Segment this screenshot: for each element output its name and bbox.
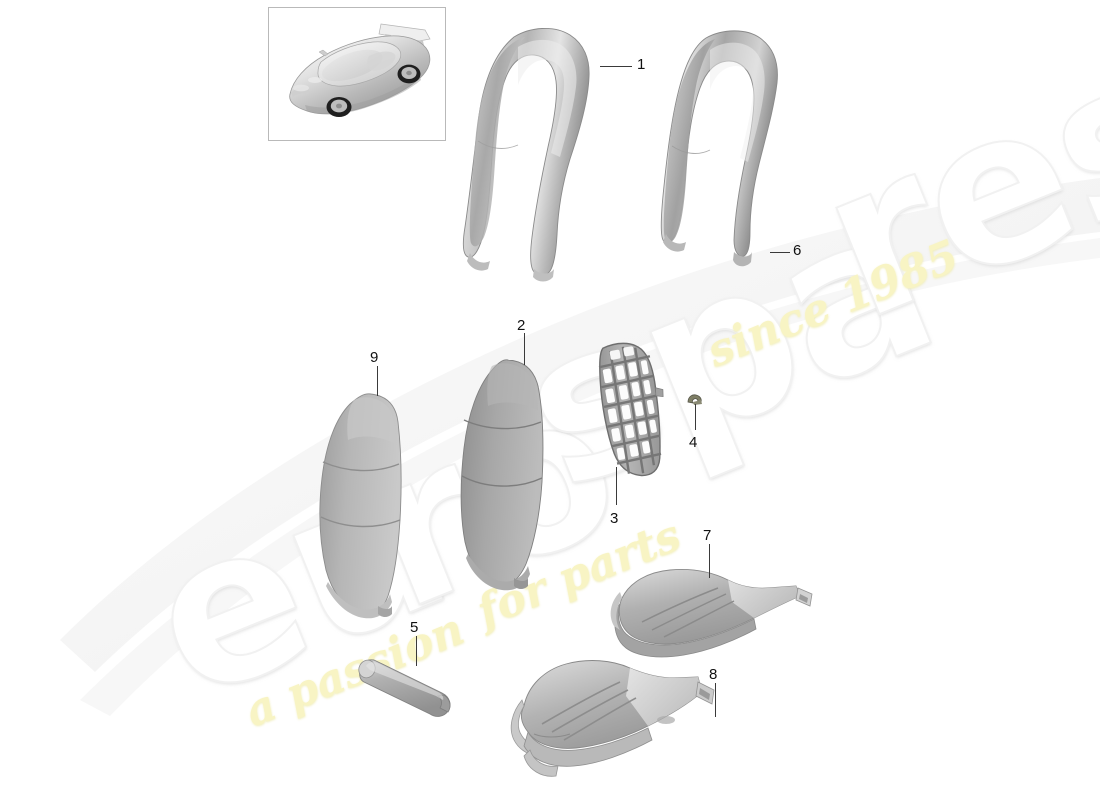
leader-line-4 — [695, 404, 696, 430]
part-label-9: 9 — [370, 349, 379, 366]
part-label-3: 3 — [610, 510, 619, 527]
part-retaining-clip — [684, 392, 708, 410]
vehicle-thumbnail-image — [289, 23, 431, 117]
part-label-5: 5 — [410, 619, 419, 636]
part-backrest-cover-left — [462, 25, 652, 295]
leader-line-1 — [600, 66, 632, 67]
leader-line-7 — [709, 544, 710, 578]
leader-line-8 — [715, 683, 716, 717]
part-seat-cushion-cover — [500, 650, 730, 780]
part-backrest-foam-cushion — [316, 392, 431, 622]
part-backrest-frame-shell — [588, 340, 678, 480]
part-backrest-cover-right — [660, 28, 835, 278]
watermark-word: res — [789, 2, 1100, 368]
part-seat-cushion-foam — [600, 558, 815, 673]
leader-line-2 — [524, 333, 525, 365]
leader-line-6 — [770, 252, 790, 253]
leader-line-3 — [616, 467, 617, 505]
leader-line-5 — [416, 636, 417, 666]
part-label-4: 4 — [689, 434, 698, 451]
part-side-bolster-trim — [352, 655, 462, 725]
part-label-6: 6 — [793, 242, 802, 259]
vehicle-thumbnail — [268, 7, 446, 141]
part-label-8: 8 — [709, 666, 718, 683]
leader-line-9 — [377, 366, 378, 396]
part-backrest-foam-padding — [458, 358, 568, 598]
part-label-1: 1 — [637, 56, 646, 73]
part-label-2: 2 — [517, 317, 526, 334]
part-label-7: 7 — [703, 527, 712, 544]
